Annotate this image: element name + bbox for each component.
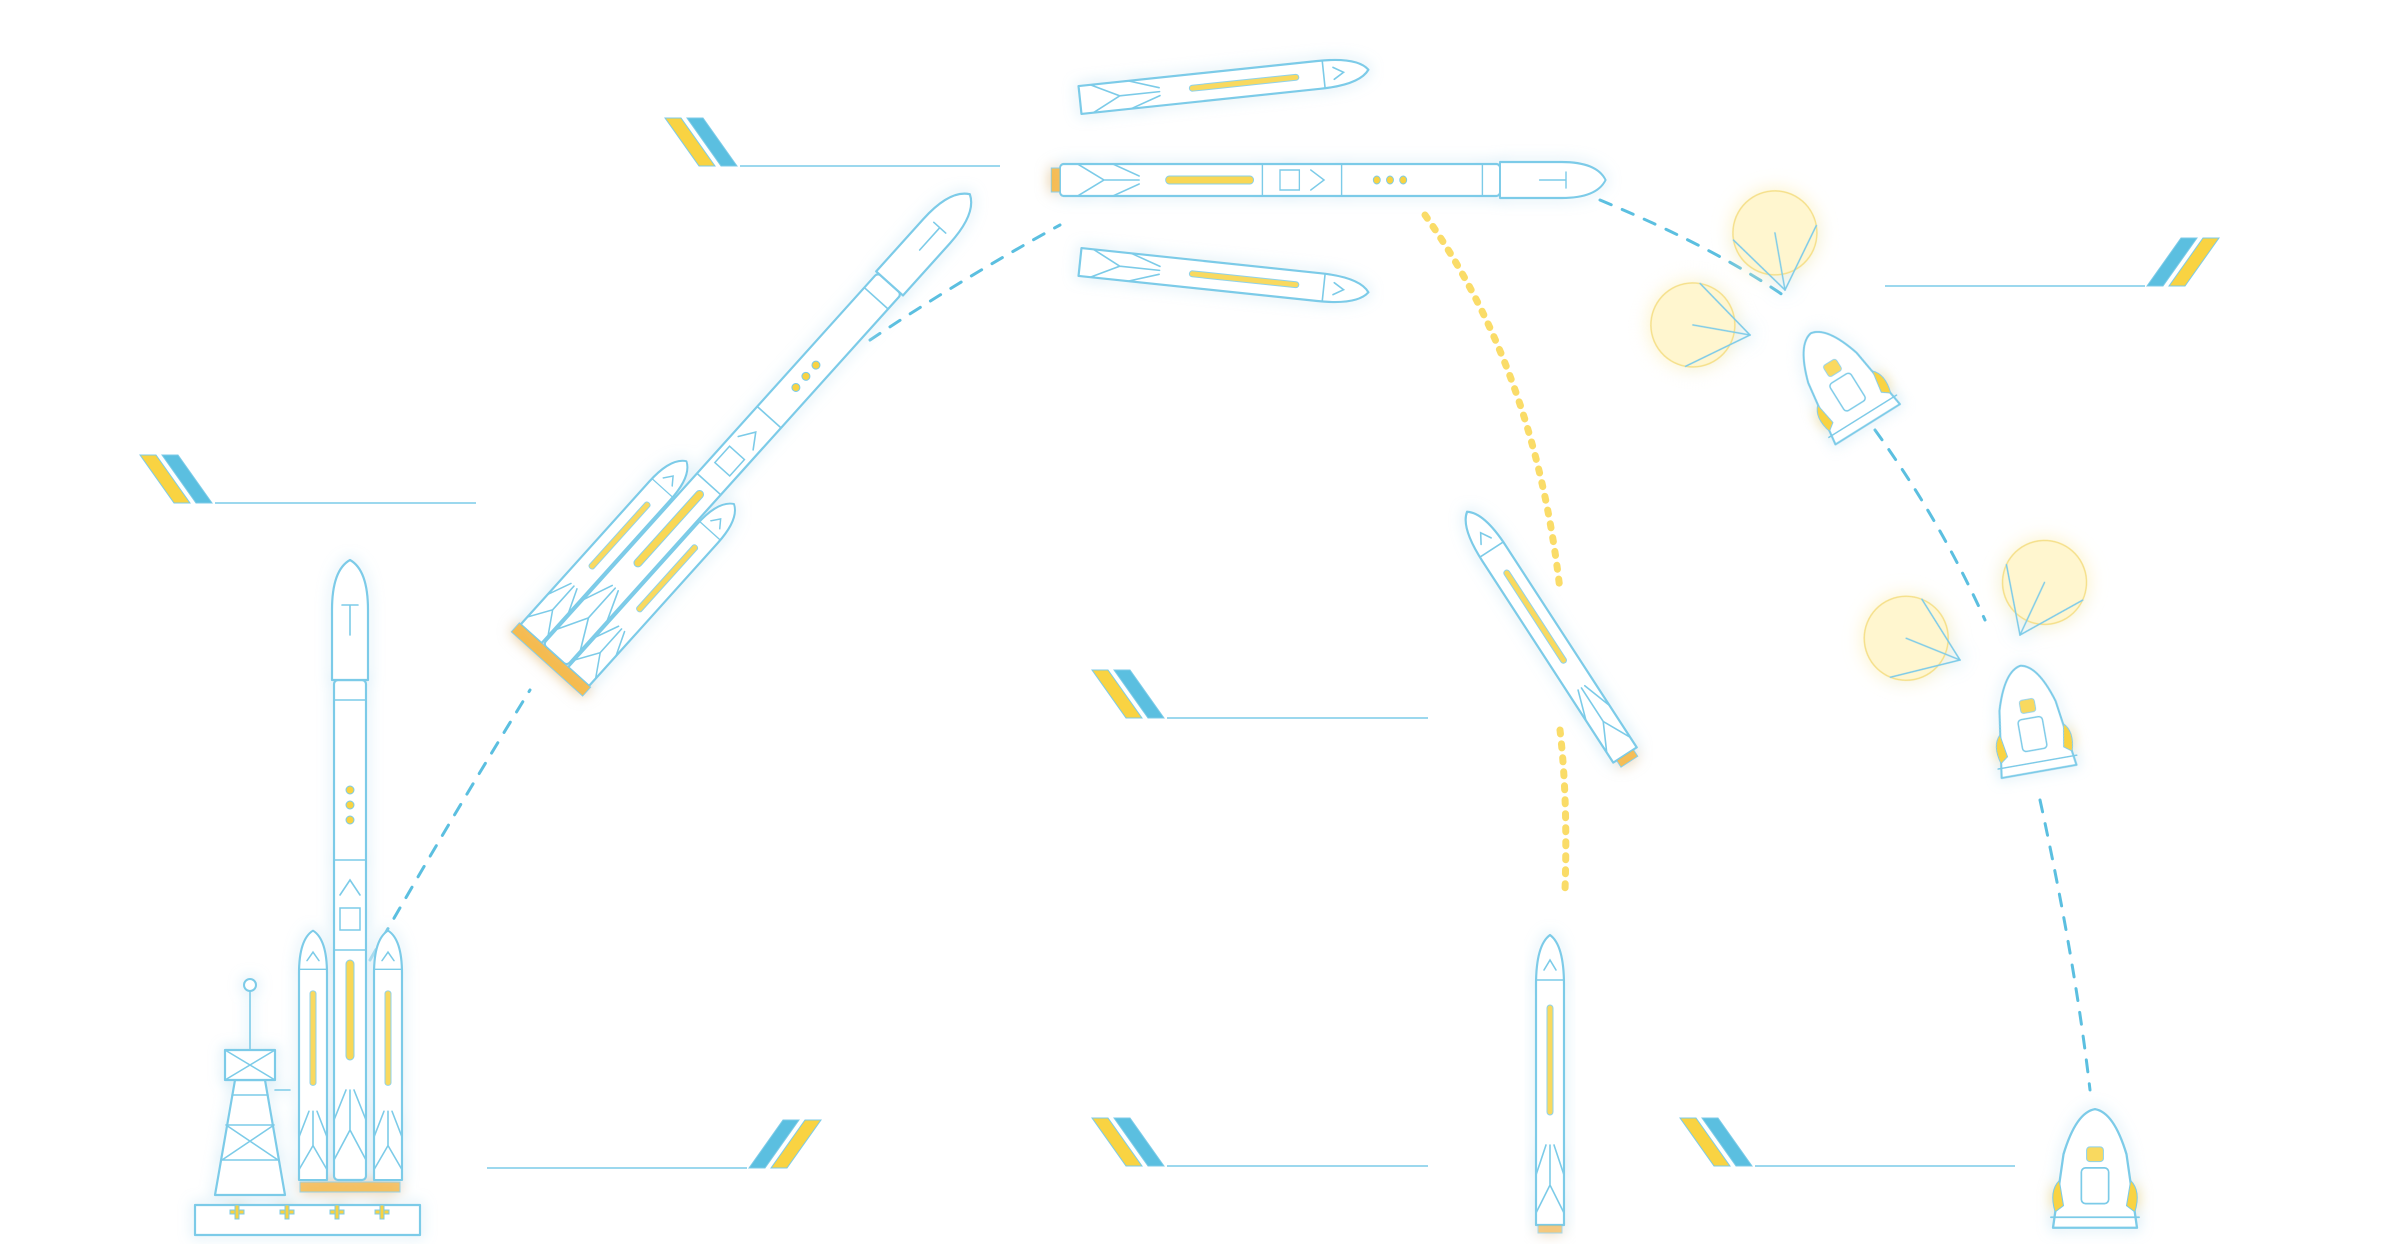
callout-booster-landing xyxy=(1091,1117,1428,1167)
callout-booster-return xyxy=(1091,669,1428,719)
trajectory-segment-capsule-coast xyxy=(1598,198,1792,302)
booster-return-trajectory xyxy=(1421,211,1570,894)
launch-stage xyxy=(193,558,422,1237)
capsule-separation-stage xyxy=(1643,183,1903,447)
callouts xyxy=(139,117,2220,1169)
capsule-drogue-parachute-icon xyxy=(1643,183,1903,447)
booster-return-stage xyxy=(1454,503,1639,768)
callout-capsule-separation xyxy=(1885,237,2220,287)
rocket-launch-pad-icon xyxy=(297,558,404,1193)
trajectory-segment-main-chute xyxy=(2038,798,2092,1092)
capsule-landed-icon xyxy=(2049,1107,2141,1229)
trajectory-segment-launch xyxy=(368,688,532,962)
return-segment-lower xyxy=(1556,726,1570,894)
trajectory-segment-drogue xyxy=(1873,428,1987,622)
ascent-stage xyxy=(510,181,985,697)
return-segment-upper xyxy=(1421,211,1564,594)
booster-landing-stage xyxy=(1534,933,1566,1234)
core-rocket-icon xyxy=(1050,160,1607,200)
callout-ascent xyxy=(139,454,476,504)
callout-capsule-splashdown xyxy=(1679,1117,2015,1167)
trajectory-segment-ascent xyxy=(868,223,1062,342)
main-parachute-stage xyxy=(1850,525,2102,780)
booster-landed-icon xyxy=(1534,933,1566,1234)
ascent-trajectory xyxy=(368,198,2092,1092)
capsule-splashdown-stage xyxy=(2049,1107,2141,1229)
callout-booster-separation xyxy=(664,117,1000,167)
capsule-main-parachute-icon xyxy=(1850,525,2102,780)
rocket-ascent-icon xyxy=(510,181,985,697)
booster-descent-icon xyxy=(1454,503,1639,768)
launch-tower-icon xyxy=(193,978,422,1237)
booster-separation-stage xyxy=(1050,54,1607,308)
callout-launch xyxy=(487,1119,822,1169)
